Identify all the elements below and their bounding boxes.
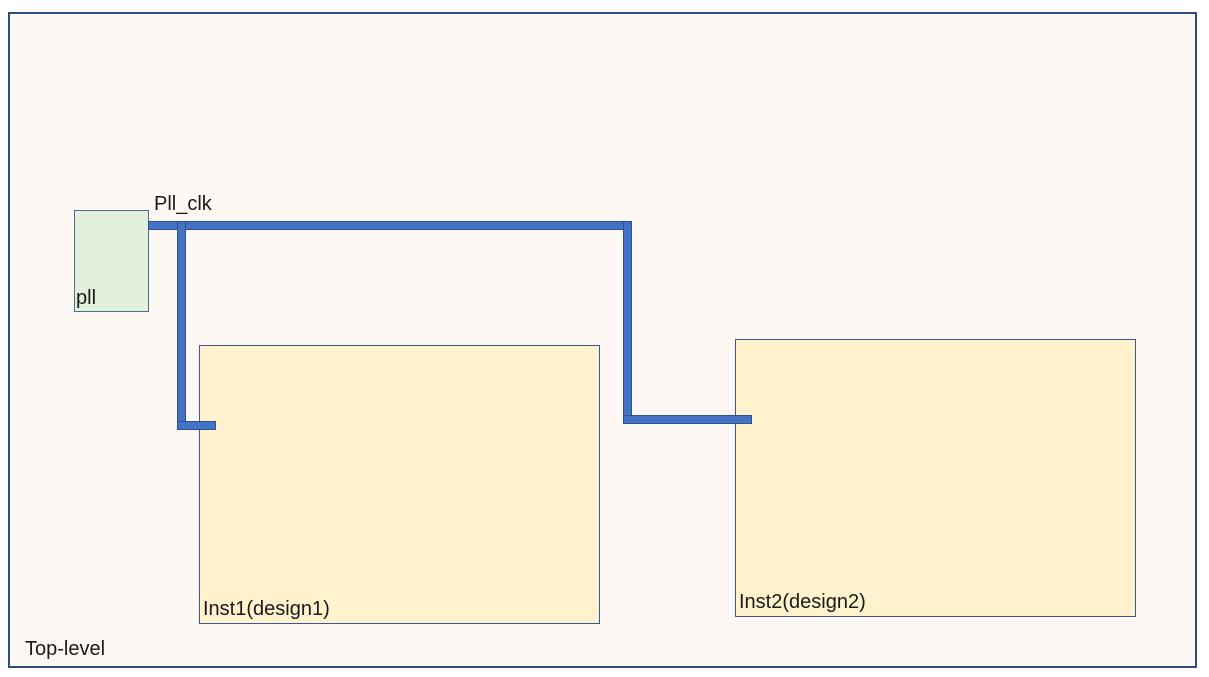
pll-label: pll (76, 287, 97, 309)
pll-clk-wire-stub-inst2 (623, 415, 752, 424)
pll-block: pll (74, 210, 149, 312)
pll-clk-net-label: Pll_clk (154, 193, 212, 215)
inst1-block: Inst1(design1) (199, 345, 600, 624)
pll-clk-wire-vertical-to-inst1 (177, 221, 186, 430)
inst2-label: Inst2(design2) (739, 591, 866, 613)
top-level-label: Top-level (25, 638, 106, 660)
pll-clk-wire-horizontal-main (148, 221, 632, 230)
inst2-block: Inst2(design2) (735, 339, 1136, 617)
pll-clk-wire-vertical-to-inst2 (623, 221, 632, 424)
pll-clk-wire-stub-inst1 (177, 421, 216, 430)
inst1-label: Inst1(design1) (203, 598, 330, 620)
